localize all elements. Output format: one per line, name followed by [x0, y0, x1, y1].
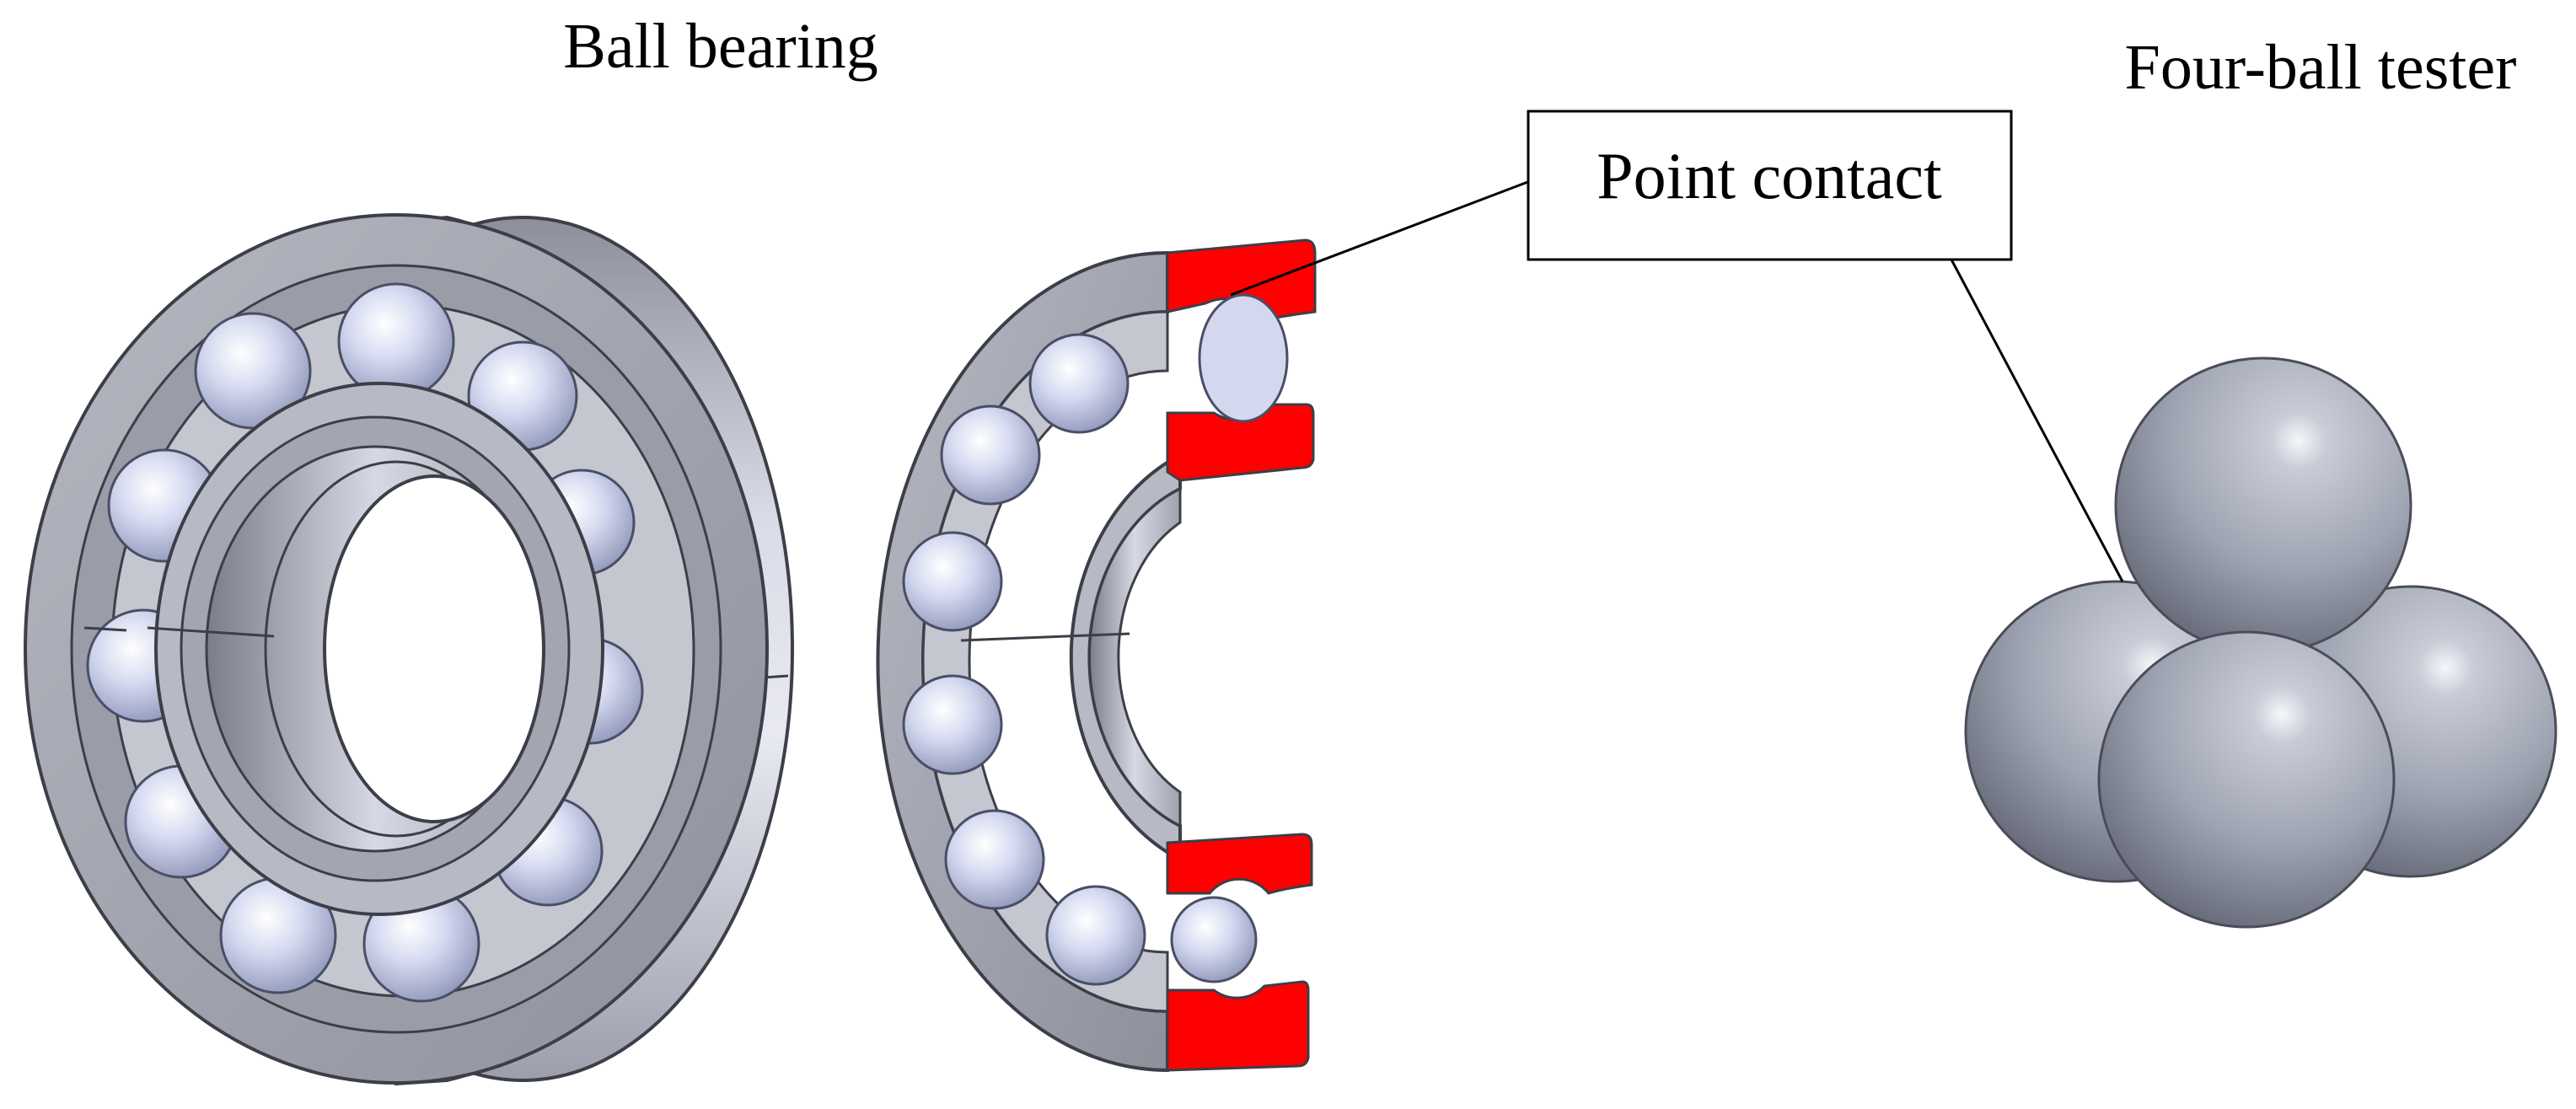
bearing-ball [337, 282, 455, 400]
half-seam [960, 632, 1130, 642]
face-seam [83, 626, 127, 632]
ball-bearing-caption: Ball bearing [563, 11, 878, 82]
bearing-ball [944, 809, 1045, 910]
leader-line-bearing [1230, 179, 1531, 297]
section-ball-bottom [1170, 896, 1258, 983]
half-bearing-balls [902, 333, 1146, 986]
bearing-ball [940, 404, 1041, 506]
callout-box [1527, 110, 2013, 261]
bore-seam [147, 626, 275, 638]
ball-bearing-3d-icon [24, 213, 794, 1086]
tester-ball-front [2097, 630, 2396, 929]
bearing-ball [902, 674, 1003, 775]
bearing-ball [1028, 333, 1130, 434]
bearing-ball [1045, 885, 1146, 986]
four-ball-tester-caption: Four-ball tester [2125, 32, 2517, 103]
ball-bearing-cutaway-icon [876, 238, 1317, 1073]
bearing-ball [902, 531, 1003, 632]
section-cut-inner-bottom [1166, 980, 1310, 1072]
point-contact-callout: Point contact [1230, 110, 2124, 582]
point-contact-label: Point contact [1597, 139, 1942, 212]
half-bore [1087, 486, 1182, 828]
bore-opening [323, 474, 545, 823]
section-cut-outer-bottom [1166, 833, 1313, 895]
section-ball-top [1198, 293, 1289, 423]
four-ball-pyramid-icon [1964, 356, 2557, 929]
leader-line-tester [1950, 259, 2124, 582]
tester-ball-top [2114, 356, 2412, 655]
